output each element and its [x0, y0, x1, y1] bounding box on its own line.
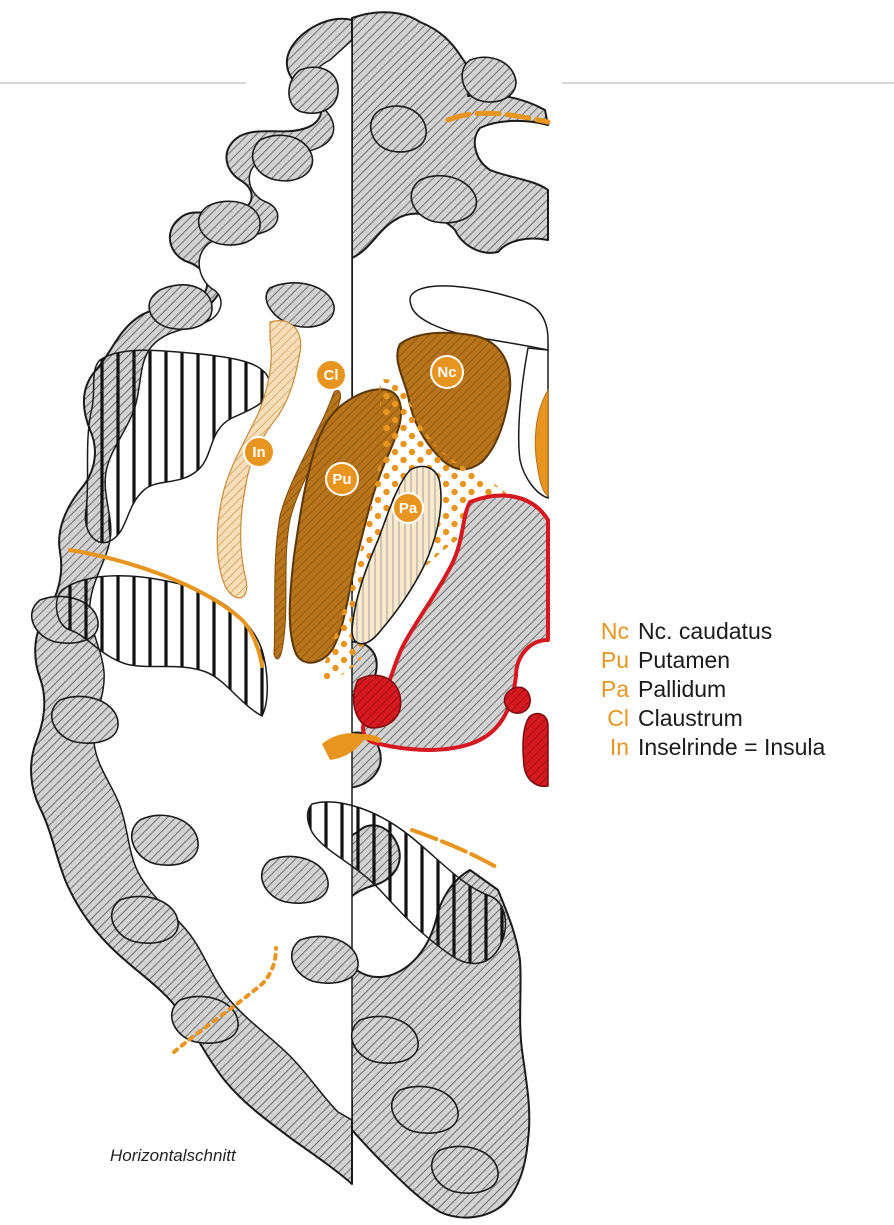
red-region-right [523, 714, 548, 787]
label-bubble-pu: Pu [326, 463, 358, 495]
legend-text: Nc. caudatus [638, 618, 772, 645]
legend-text: Pallidum [638, 676, 726, 703]
legend-text: Putamen [638, 647, 730, 674]
legend-item: Nc Nc. caudatus [583, 618, 825, 647]
caption: Horizontalschnitt [110, 1146, 236, 1166]
legend-abbr: Cl [583, 705, 638, 732]
legend-item: Pa Pallidum [583, 676, 825, 705]
red-nucleus-small [505, 687, 531, 713]
legend-abbr: Nc [583, 618, 638, 645]
label-cl: Cl [324, 367, 339, 384]
legend-item: Pu Putamen [583, 647, 825, 676]
label-in: In [252, 444, 265, 461]
legend-text: Claustrum [638, 705, 743, 732]
legend-abbr: Pu [583, 647, 638, 674]
label-nc: Nc [437, 364, 456, 381]
legend-item: In Inselrinde = Insula [583, 734, 825, 763]
legend-abbr: Pa [583, 676, 638, 703]
legend: Nc Nc. caudatus Pu Putamen Pa Pallidum C… [583, 618, 825, 763]
label-bubble-cl: Cl [316, 360, 346, 390]
label-pa: Pa [399, 500, 418, 517]
legend-abbr: In [583, 734, 638, 761]
label-bubble-pa: Pa [393, 493, 423, 523]
label-bubble-in: In [244, 437, 274, 467]
label-bubble-nc: Nc [431, 356, 463, 388]
legend-item: Cl Claustrum [583, 705, 825, 734]
legend-text: Inselrinde = Insula [638, 734, 825, 761]
red-nucleus-left [354, 675, 401, 728]
label-pu: Pu [332, 471, 351, 488]
